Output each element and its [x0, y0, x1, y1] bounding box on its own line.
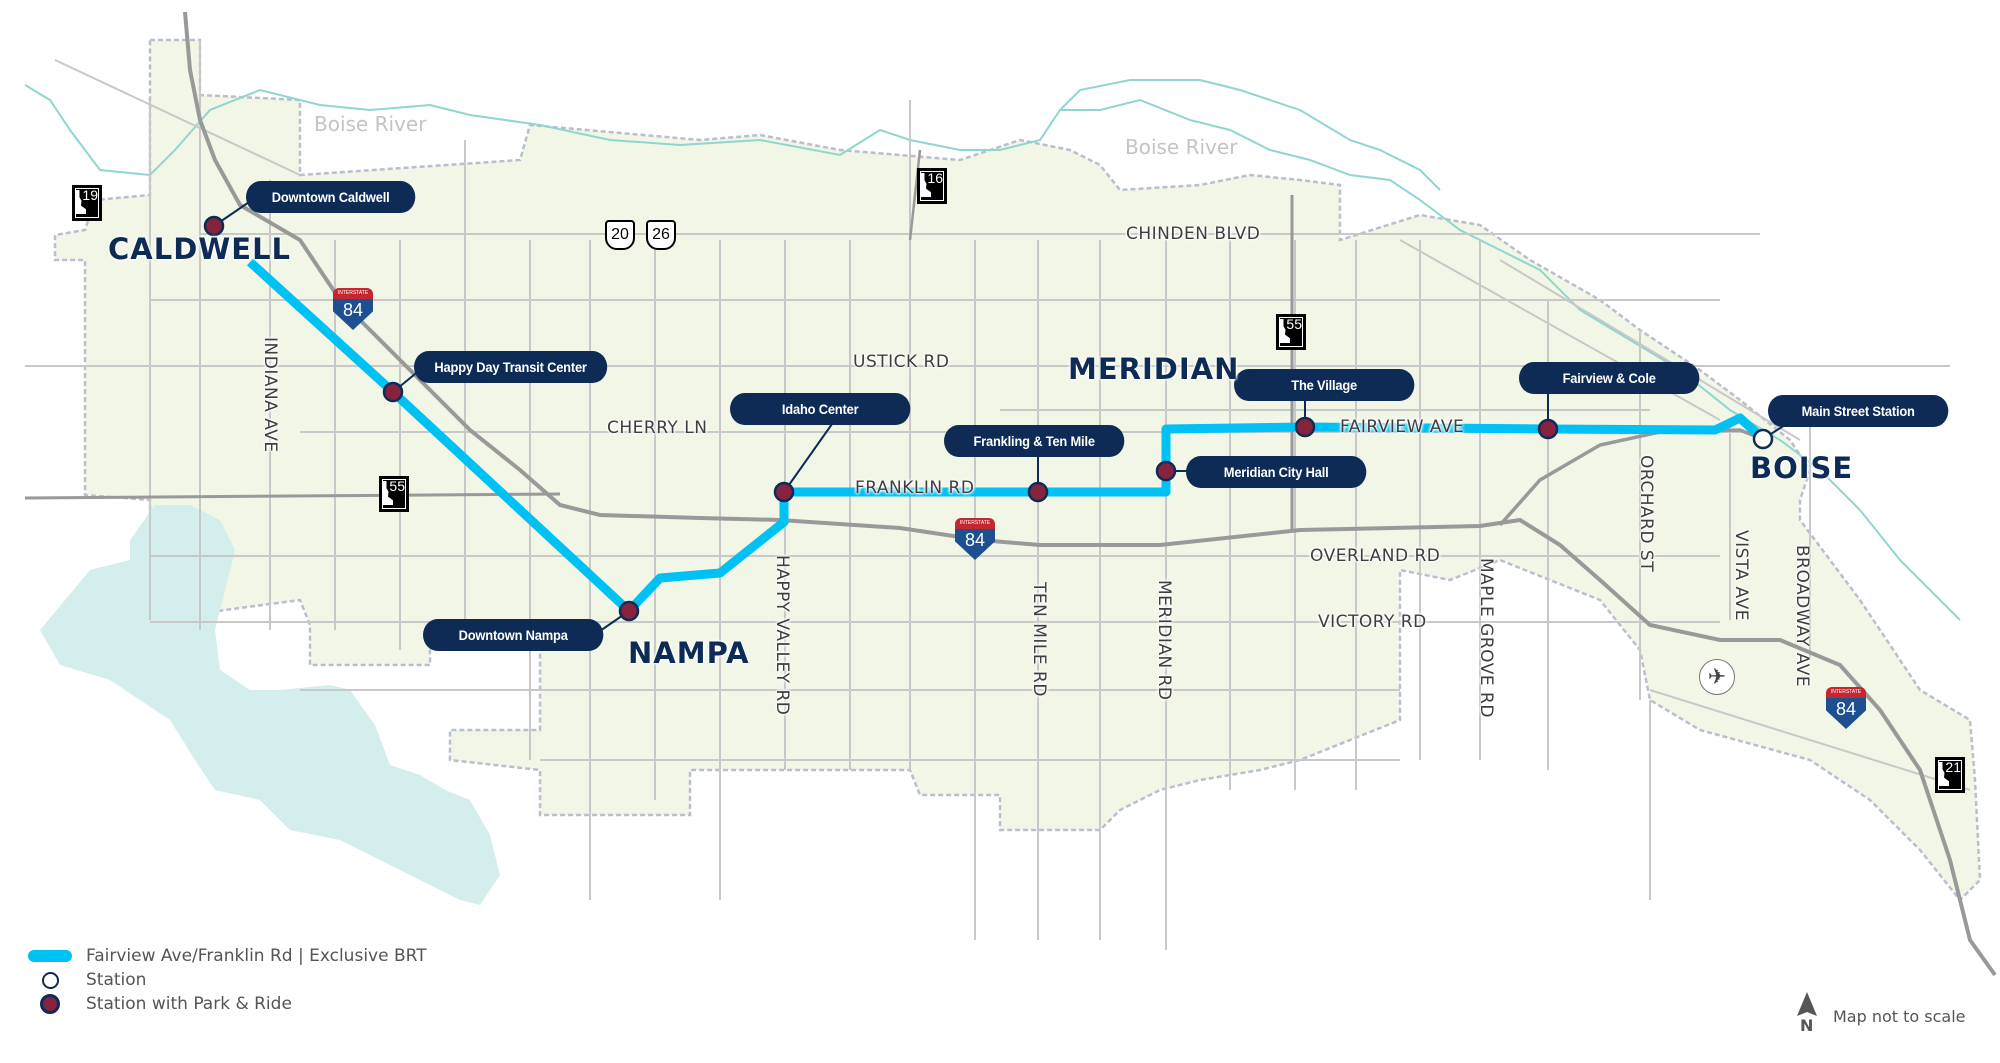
callout-meridian-city-hall[interactable]: Meridian City Hall: [1186, 456, 1367, 488]
river-label-east: Boise River: [1125, 135, 1238, 159]
road-label-fairview-ave: FAIRVIEW AVE: [1340, 417, 1465, 437]
callout-idaho-center[interactable]: Idaho Center: [730, 393, 911, 425]
station-downtown-caldwell[interactable]: [203, 215, 225, 237]
station-open-circle-icon: [41, 971, 59, 989]
legend: Fairview Ave/Franklin Rd | Exclusive BRT…: [28, 944, 427, 1016]
boise-river-branch: [1059, 79, 1441, 191]
state-route-19-shield: 19: [72, 185, 102, 221]
station-the-village[interactable]: [1294, 416, 1316, 438]
road-label-indiana-ave: INDIANA AVE: [260, 337, 280, 453]
station-fairview-cole[interactable]: [1537, 418, 1559, 440]
road-label-maple-grove-rd: MAPLE GROVE RD: [1476, 558, 1496, 718]
legend-item-station: Station: [28, 968, 427, 992]
state-route-55-shield-nampa: 55: [379, 476, 409, 512]
state-route-21-shield: 21: [1935, 757, 1965, 793]
road-label-ustick-rd: USTICK RD: [853, 352, 950, 372]
callout-downtown-nampa[interactable]: Downtown Nampa: [423, 619, 604, 651]
road-label-broadway-ave: BROADWAY AVE: [1792, 545, 1812, 688]
north-arrow-icon: N: [1795, 992, 1819, 1038]
callout-fairview-cole[interactable]: Fairview & Cole: [1519, 362, 1700, 394]
callout-main-street-station[interactable]: Main Street Station: [1768, 395, 1949, 427]
callout-happy-day[interactable]: Happy Day Transit Center: [414, 351, 608, 383]
road-label-ten-mile-rd: TEN MILE RD: [1029, 582, 1049, 697]
callout-franklin-ten-mile[interactable]: Frankling & Ten Mile: [944, 425, 1125, 457]
legend-label: Station: [86, 970, 147, 990]
idaho-state-icon: [1939, 762, 1949, 786]
legend-label: Fairview Ave/Franklin Rd | Exclusive BRT: [86, 946, 427, 966]
legend-item-route: Fairview Ave/Franklin Rd | Exclusive BRT: [28, 944, 427, 968]
legend-label: Station with Park & Ride: [86, 994, 292, 1014]
station-filled-circle-icon: [40, 994, 60, 1014]
idaho-state-icon: [76, 190, 86, 214]
idaho-state-icon: [383, 481, 393, 505]
route-line-icon: [28, 950, 72, 962]
street-grid: [25, 40, 1971, 950]
idaho-state-icon: [921, 173, 931, 197]
city-label-meridian: MERIDIAN: [1068, 352, 1240, 386]
legend-item-park-ride: Station with Park & Ride: [28, 992, 427, 1016]
us-route-26-shield: 26: [646, 220, 676, 250]
scale-note: Map not to scale: [1833, 1007, 1966, 1026]
road-label-chinden-blvd: CHINDEN BLVD: [1126, 224, 1261, 244]
city-label-boise: BOISE: [1750, 451, 1854, 485]
road-label-orchard-st: ORCHARD ST: [1636, 455, 1656, 573]
callout-downtown-caldwell[interactable]: Downtown Caldwell: [246, 181, 416, 213]
airplane-icon: ✈: [1699, 659, 1735, 695]
road-label-victory-rd: VICTORY RD: [1318, 612, 1427, 632]
callout-the-village[interactable]: The Village: [1234, 369, 1415, 401]
city-label-caldwell: CALDWELL: [108, 232, 292, 266]
city-label-nampa: NAMPA: [628, 636, 750, 670]
station-idaho-center[interactable]: [773, 481, 795, 503]
road-label-overland-rd: OVERLAND RD: [1310, 546, 1441, 566]
road-label-cherry-ln: CHERRY LN: [607, 418, 708, 438]
river-label-west: Boise River: [314, 112, 427, 136]
state-route-16-shield: 16: [917, 168, 947, 204]
lake: [40, 505, 500, 905]
road-label-vista-ave: VISTA AVE: [1731, 530, 1751, 621]
idaho-state-icon: [1280, 319, 1290, 343]
station-downtown-nampa[interactable]: [618, 600, 640, 622]
road-label-happy-valley-rd: HAPPY VALLEY RD: [772, 555, 792, 716]
state-route-55-shield-meridian: 55: [1276, 314, 1306, 350]
station-main-street[interactable]: [1752, 428, 1774, 450]
station-meridian-city-hall[interactable]: [1155, 460, 1177, 482]
station-franklin-ten-mile[interactable]: [1027, 481, 1049, 503]
us-route-20-shield: 20: [605, 220, 635, 250]
road-label-franklin-rd: FRANKLIN RD: [855, 478, 975, 498]
stations: [203, 215, 1774, 622]
road-label-meridian-rd: MERIDIAN RD: [1154, 580, 1174, 701]
station-happy-day[interactable]: [382, 381, 404, 403]
